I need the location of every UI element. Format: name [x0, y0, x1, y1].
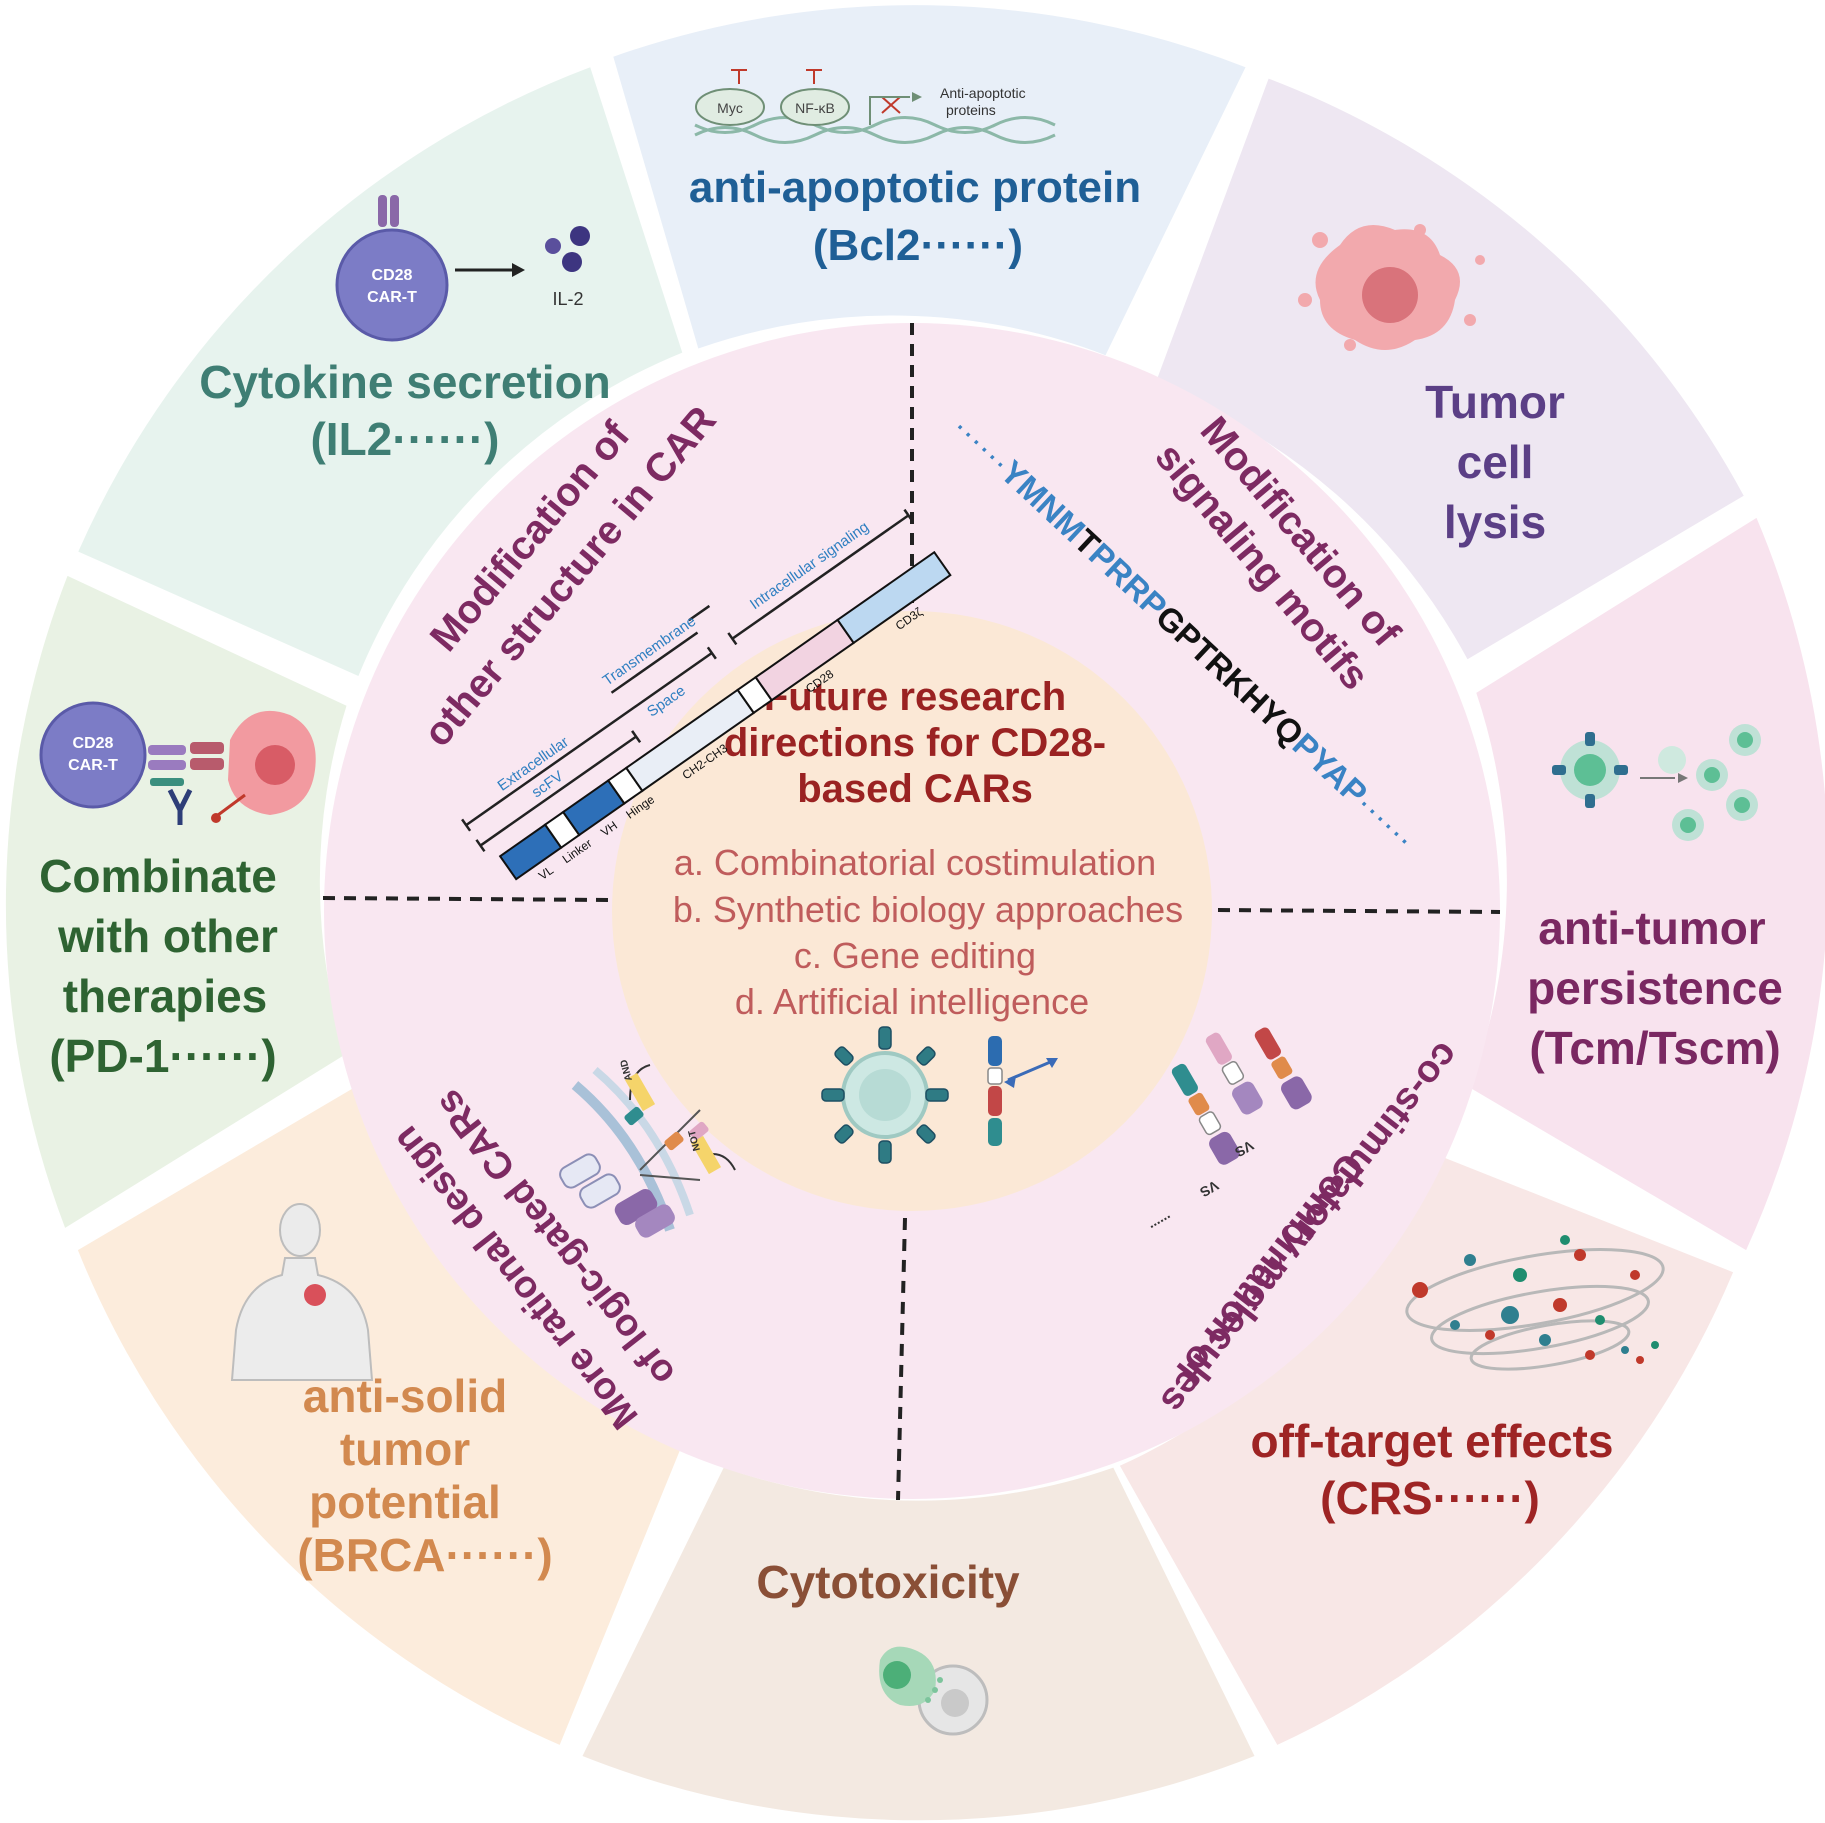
logic-not-label: NOT [687, 1129, 703, 1152]
dna-icon: Myc NF-κB Anti-apoptotic proteins [694, 69, 1056, 144]
nfkb-label: NF-κB [795, 100, 835, 116]
outer-bottom-left-line-4: (BRCA······) [297, 1529, 552, 1581]
outer-left-line-4: (PD-1······) [49, 1030, 276, 1082]
center-disc [612, 611, 1212, 1211]
logic-gate-icon: AND NOT [559, 1058, 736, 1238]
sector-top [613, 5, 1246, 356]
outer-right-line-1: anti-tumor [1538, 902, 1766, 954]
outer-top-right-line-1: Tumor [1425, 376, 1565, 428]
cytokine-secretion-icon: CD28 CAR-T IL-2 [335, 195, 590, 342]
il2-label: IL-2 [552, 289, 583, 309]
outer-bottom-right-line-2: (CRS······) [1320, 1472, 1540, 1524]
top-left-cell-label-1: CD28 [372, 267, 413, 284]
center-title-line-3: based CARs [797, 767, 1033, 811]
outer-bottom-left: anti-solid tumor potential (BRCA······) [230, 1203, 553, 1581]
outer-bottom-left-line-1: anti-solid [303, 1370, 507, 1422]
divider-left [322, 896, 613, 902]
outer-right: anti-tumor persistence (Tcm/Tscm) [1527, 724, 1783, 1074]
anti-apoptotic-label-2: proteins [946, 102, 996, 118]
center-item-d: d. Artificial intelligence [735, 981, 1089, 1022]
outer-top-right: Tumor cell lysis [1298, 224, 1565, 548]
sector-bottom-right [1119, 1149, 1734, 1745]
outer-left-line-1: Combinate [39, 850, 277, 902]
outer-top-right-line-3: lysis [1444, 496, 1546, 548]
divider-right [1217, 908, 1501, 914]
off-target-icon [1405, 1248, 1665, 1371]
dividers [322, 323, 1501, 1501]
outer-left-line-2: with other [57, 910, 278, 962]
outer-left-line-3: therapies [63, 970, 268, 1022]
outer-left: CD28 CAR-T Combinate with other therapie… [39, 701, 316, 1082]
sector-top-right [1154, 78, 1744, 660]
persistence-icon [1552, 724, 1761, 841]
outer-top-left-line-2: (IL2······) [310, 413, 499, 465]
center-item-a: a. Combinatorial costimulation [674, 842, 1156, 883]
left-cell-label-1: CD28 [73, 735, 114, 752]
center-title-line-2: directions for CD28- [724, 721, 1106, 765]
center-items: a. Combinatorial costimulation b. Synthe… [673, 842, 1183, 1022]
outer-bottom-line-1: Cytotoxicity [756, 1556, 1020, 1608]
off-target-dots [1412, 1235, 1659, 1364]
outer-top: Myc NF-κB Anti-apoptotic proteins anti-a… [689, 69, 1141, 270]
outer-top-line-2: (Bcl2······) [813, 221, 1023, 270]
combination-therapy-icon: CD28 CAR-T [39, 701, 316, 825]
divider-bottom [896, 1217, 907, 1501]
outer-top-line-1: anti-apoptotic protein [689, 163, 1141, 212]
center-item-c: c. Gene editing [794, 935, 1036, 976]
center-title-line-1: Future research [764, 675, 1066, 719]
outer-bottom-left-line-2: tumor [340, 1423, 470, 1475]
outer-right-line-2: persistence [1527, 962, 1783, 1014]
center-item-b: b. Synthetic biology approaches [673, 889, 1183, 930]
sector-right [1469, 517, 1825, 1251]
sector-bottom-left [77, 1087, 697, 1745]
center-content: Future research directions for CD28- bas… [724, 675, 1106, 811]
outer-bottom: Cytotoxicity [756, 1556, 1020, 1736]
car-t-cell-icon [821, 1026, 949, 1164]
sector-bottom [582, 1467, 1255, 1821]
outer-bottom-right: off-target effects (CRS······) [1251, 1235, 1665, 1524]
anti-apoptotic-label-1: Anti-apoptotic [940, 85, 1026, 101]
outer-top-left: CD28 CAR-T IL-2 Cytokine secretion (IL2·… [199, 195, 611, 465]
human-body-icon [230, 1203, 374, 1381]
outer-top-left-line-1: Cytokine secretion [199, 356, 611, 408]
cytotoxicity-icon [879, 1646, 989, 1736]
outer-right-line-3: (Tcm/Tscm) [1529, 1022, 1780, 1074]
outer-top-right-line-2: cell [1457, 436, 1534, 488]
left-cell-label-2: CAR-T [68, 757, 118, 774]
outer-bottom-left-line-3: potential [309, 1476, 501, 1528]
logic-and-label: AND [619, 1058, 635, 1082]
outer-bottom-right-line-1: off-target effects [1251, 1415, 1614, 1467]
myc-label: Myc [717, 100, 743, 116]
tumor-cell-lysis-icon [1298, 224, 1485, 351]
single-car-icon [987, 1036, 1058, 1146]
top-left-cell-label-2: CAR-T [367, 289, 417, 306]
sector-top-left [78, 67, 683, 676]
